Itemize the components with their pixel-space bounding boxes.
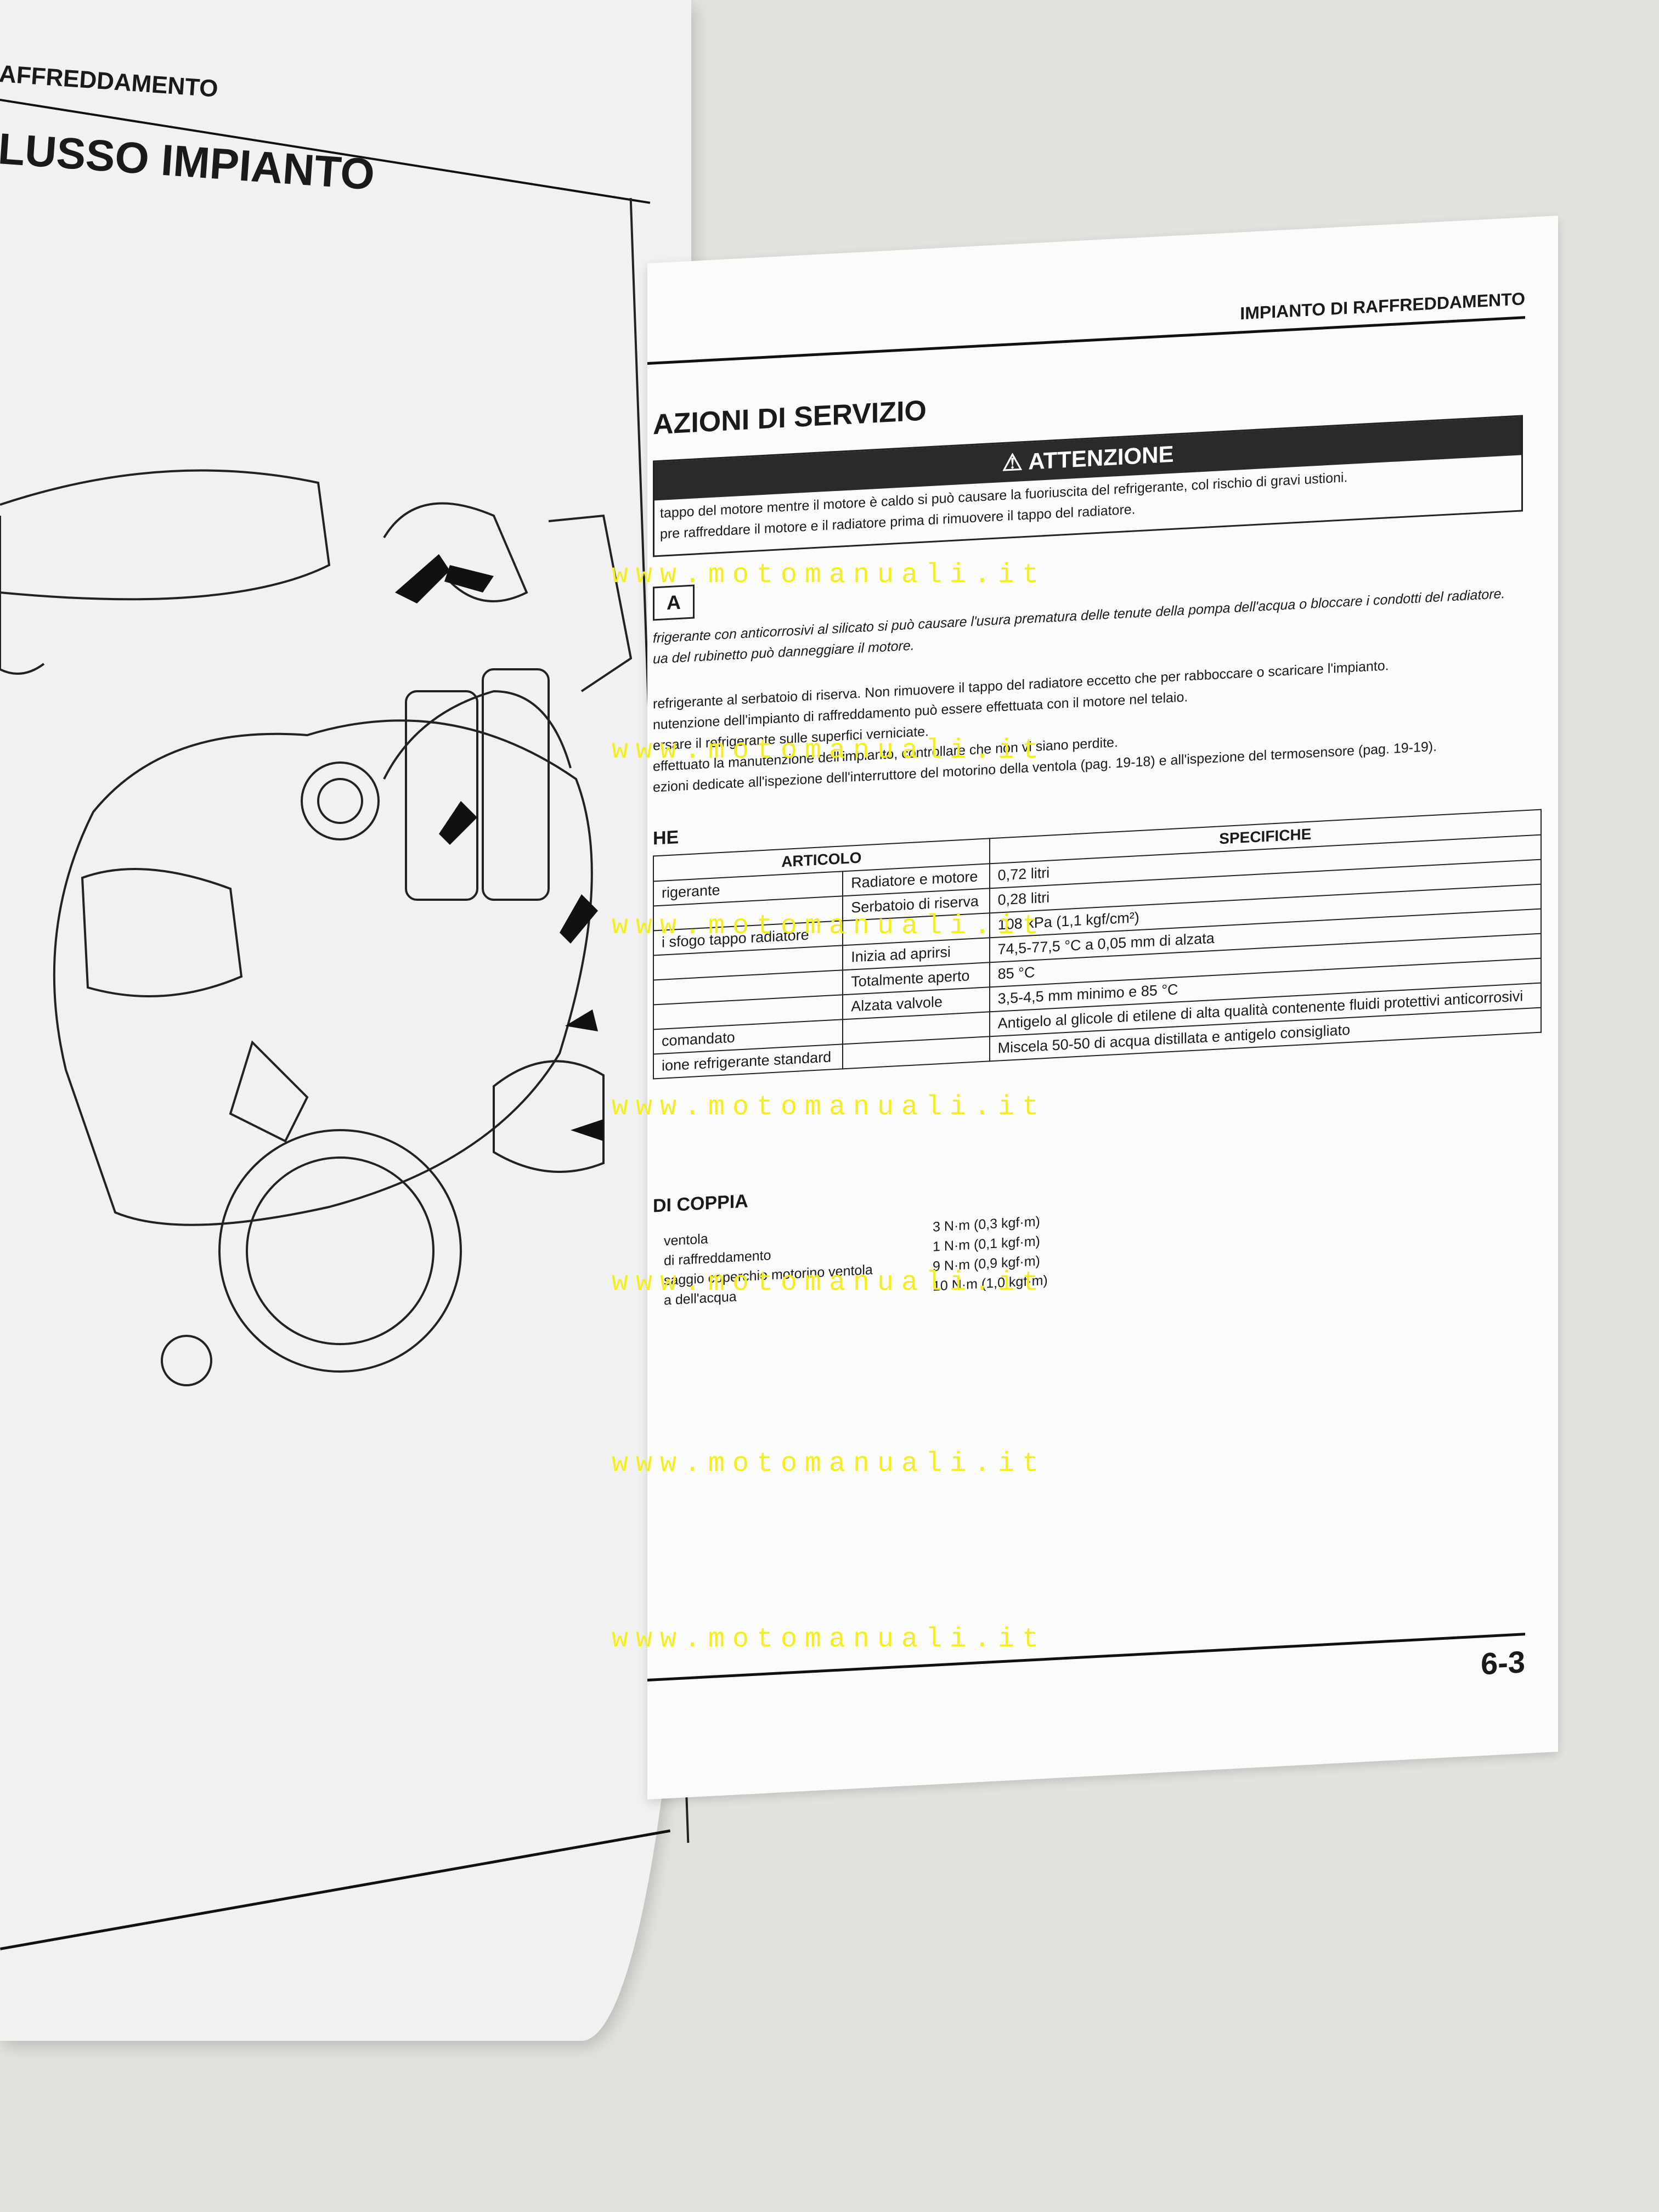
watermark: www.motomanuali.it xyxy=(612,560,1047,591)
left-bottom-rule xyxy=(0,1829,671,1950)
torque-heading: DI COPPIA xyxy=(653,1190,748,1217)
watermark: www.motomanuali.it xyxy=(612,735,1047,766)
left-section-title: LUSSO IMPIANTO xyxy=(0,123,376,199)
note-line-1: frigerante con anticorrosivi al silicato… xyxy=(653,586,1505,646)
warning-triangle-icon: ⚠ xyxy=(1002,448,1029,476)
left-running-header: AFFREDDAMENTO xyxy=(0,60,219,103)
note-label: A xyxy=(667,590,681,614)
left-page: AFFREDDAMENTO LUSSO IMPIANTO xyxy=(0,0,691,2041)
torque-value-2: 1 N·m (0,1 kgf·m) xyxy=(933,1233,1040,1255)
right-section-title: AZIONI DI SERVIZIO xyxy=(653,394,927,441)
right-header-rule xyxy=(647,316,1525,365)
watermark: www.motomanuali.it xyxy=(612,911,1047,942)
right-page: IMPIANTO DI RAFFREDDAMENTO AZIONI DI SER… xyxy=(647,216,1558,1799)
warning-box: ⚠ ATTENZIONE tappo del motore mentre il … xyxy=(653,415,1523,557)
watermark: www.motomanuali.it xyxy=(612,1267,1047,1299)
watermark: www.motomanuali.it xyxy=(612,1624,1047,1655)
torque-item-1: ventola xyxy=(664,1231,708,1249)
torque-value-1: 3 N·m (0,3 kgf·m) xyxy=(933,1214,1040,1235)
spec-heading: HE xyxy=(653,827,679,849)
engine-diagram xyxy=(0,469,633,1386)
page-number: 6-3 xyxy=(1481,1644,1525,1681)
torque-item-2: di raffreddamento xyxy=(664,1248,771,1269)
warning-label: ATTENZIONE xyxy=(1028,441,1174,475)
watermark: www.motomanuali.it xyxy=(612,1092,1047,1123)
watermark: www.motomanuali.it xyxy=(612,1448,1047,1480)
